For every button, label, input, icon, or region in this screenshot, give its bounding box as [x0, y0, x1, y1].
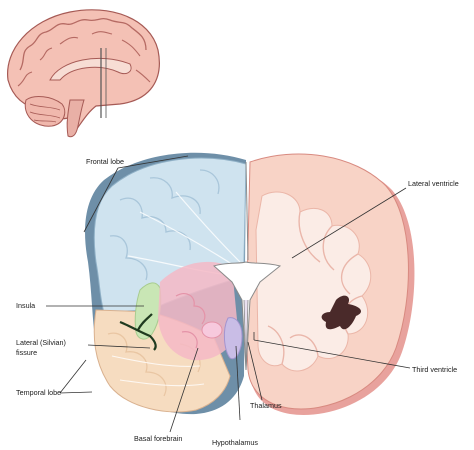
- label-insula: Insula: [16, 301, 35, 310]
- hypothalamus-region: [223, 317, 243, 360]
- sagittal-brainstem: [66, 99, 85, 138]
- lateral-fissure-leader: [87, 344, 151, 349]
- label-temporal-lobe: Temporal lobe: [16, 388, 61, 397]
- third-ventricle-shape: [243, 299, 249, 371]
- temporal-lobe-leader-top: [59, 359, 87, 394]
- label-third-ventricle: Third ventricle: [412, 365, 457, 374]
- label-lateral-fissure-line1: Lateral (Silvian): [16, 338, 66, 347]
- frontal-lobe-leader-top: [117, 155, 189, 169]
- label-frontal-lobe: Frontal lobe: [86, 157, 124, 166]
- hypothalamus-leader: [235, 345, 241, 421]
- lateral-ventricle-leader: [291, 187, 407, 259]
- lateral-fissure-line: [119, 313, 157, 351]
- thalamus-region: [201, 321, 223, 339]
- coronal-section: [85, 152, 415, 415]
- temporal-lobe-leader-bottom: [59, 391, 93, 394]
- third-ventricle-leader: [253, 339, 411, 369]
- sagittal-brain-thumbnail: [7, 9, 160, 138]
- label-lateral-ventricle: Lateral ventricle: [408, 179, 459, 188]
- leader-lines: [46, 155, 411, 433]
- labels: Frontal lobe Lateral ventricle Insula La…: [16, 157, 459, 447]
- basal-forebrain-leader: [169, 347, 199, 433]
- label-thalamus: Thalamus: [250, 401, 282, 410]
- thalamus-leader-b: [247, 341, 263, 401]
- sagittal-gyri: [19, 17, 147, 71]
- sagittal-cerebellum: [24, 96, 66, 127]
- frontal-lobe-leader-bottom: [83, 167, 119, 233]
- label-lateral-fissure-line2: fissure: [16, 348, 37, 357]
- sagittal-corpus-callosum: [49, 57, 132, 81]
- label-basal-forebrain: Basal forebrain: [134, 434, 182, 443]
- right-ventricle: [321, 295, 362, 330]
- longitudinal-fissure: [245, 161, 249, 261]
- label-hypothalamus: Hypothalamus: [212, 438, 258, 447]
